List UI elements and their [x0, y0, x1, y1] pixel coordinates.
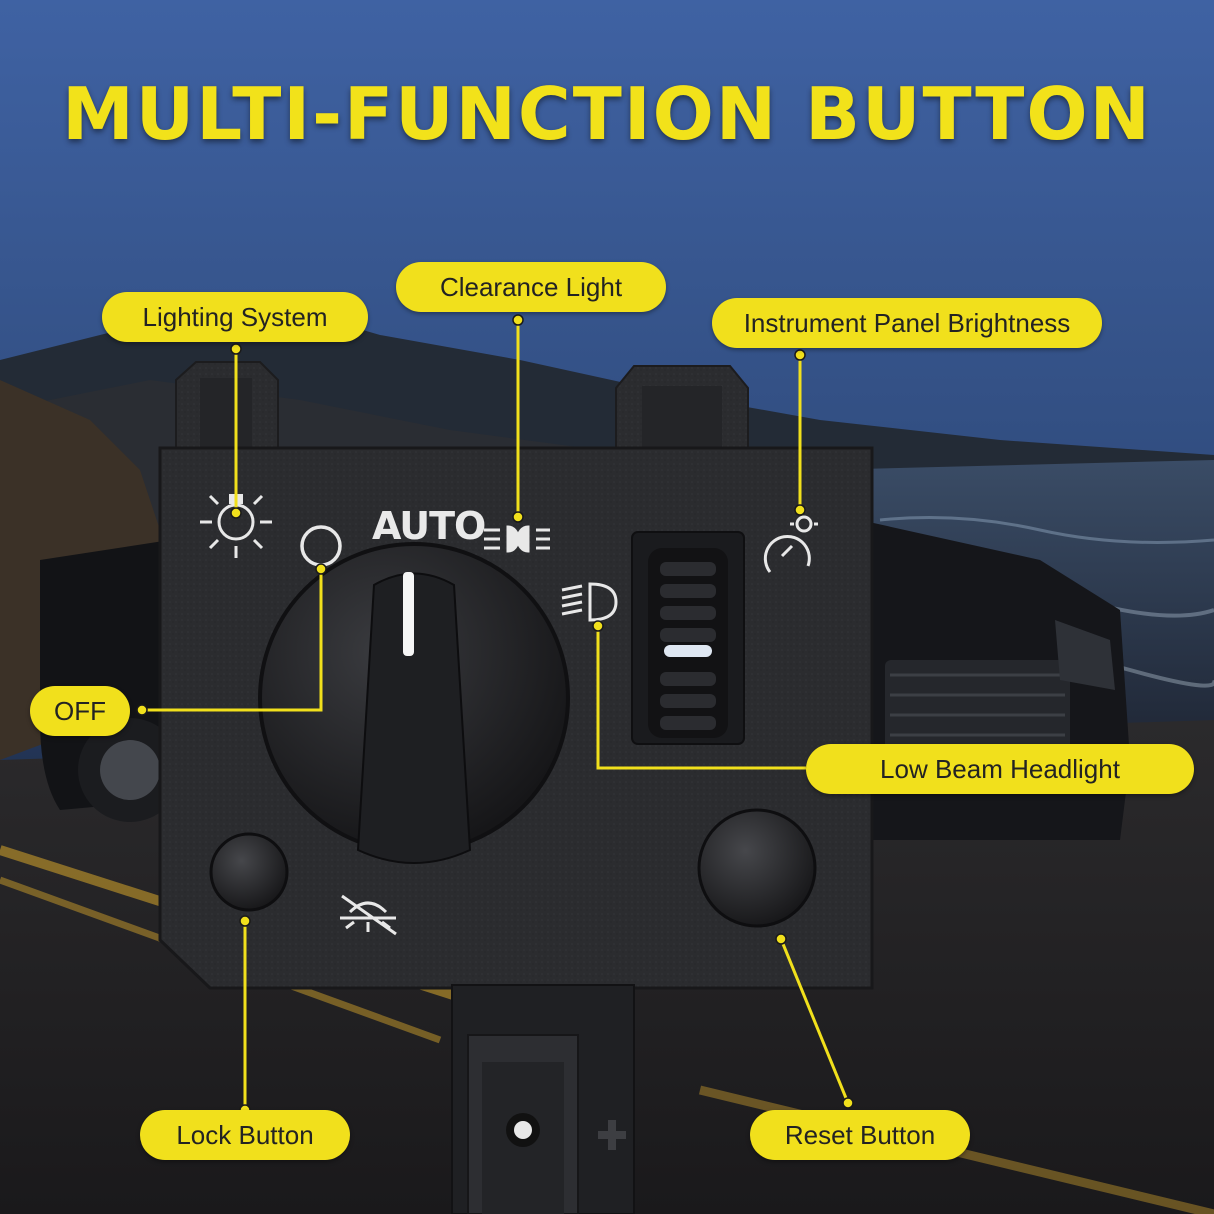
reset-button-knob[interactable] [697, 808, 817, 928]
lock-button-knob[interactable] [209, 832, 289, 912]
page-title: MULTI-FUNCTION BUTTON [62, 72, 1152, 156]
callout-off: OFF [30, 686, 130, 736]
knob-indicator [403, 572, 414, 656]
clearance-light-icon [484, 525, 550, 553]
callout-low-beam-headlight: Low Beam Headlight [806, 744, 1194, 794]
leader-lines [142, 320, 850, 1110]
dimmer-marker [664, 645, 712, 657]
dimmer-thumbwheel[interactable] [648, 548, 728, 738]
low-beam-icon [561, 582, 618, 622]
instrument-brightness-icon [763, 508, 818, 573]
callout-lighting-system: Lighting System [102, 292, 368, 342]
auto-label: AUTO [372, 504, 486, 548]
callout-reset-button: Reset Button [750, 1110, 970, 1160]
callout-instrument-panel-brightness: Instrument Panel Brightness [712, 298, 1102, 348]
callout-lock-button: Lock Button [140, 1110, 350, 1160]
callout-clearance-light: Clearance Light [396, 262, 666, 312]
knob-grip[interactable] [356, 572, 472, 864]
dome-light-off-icon [340, 894, 397, 936]
